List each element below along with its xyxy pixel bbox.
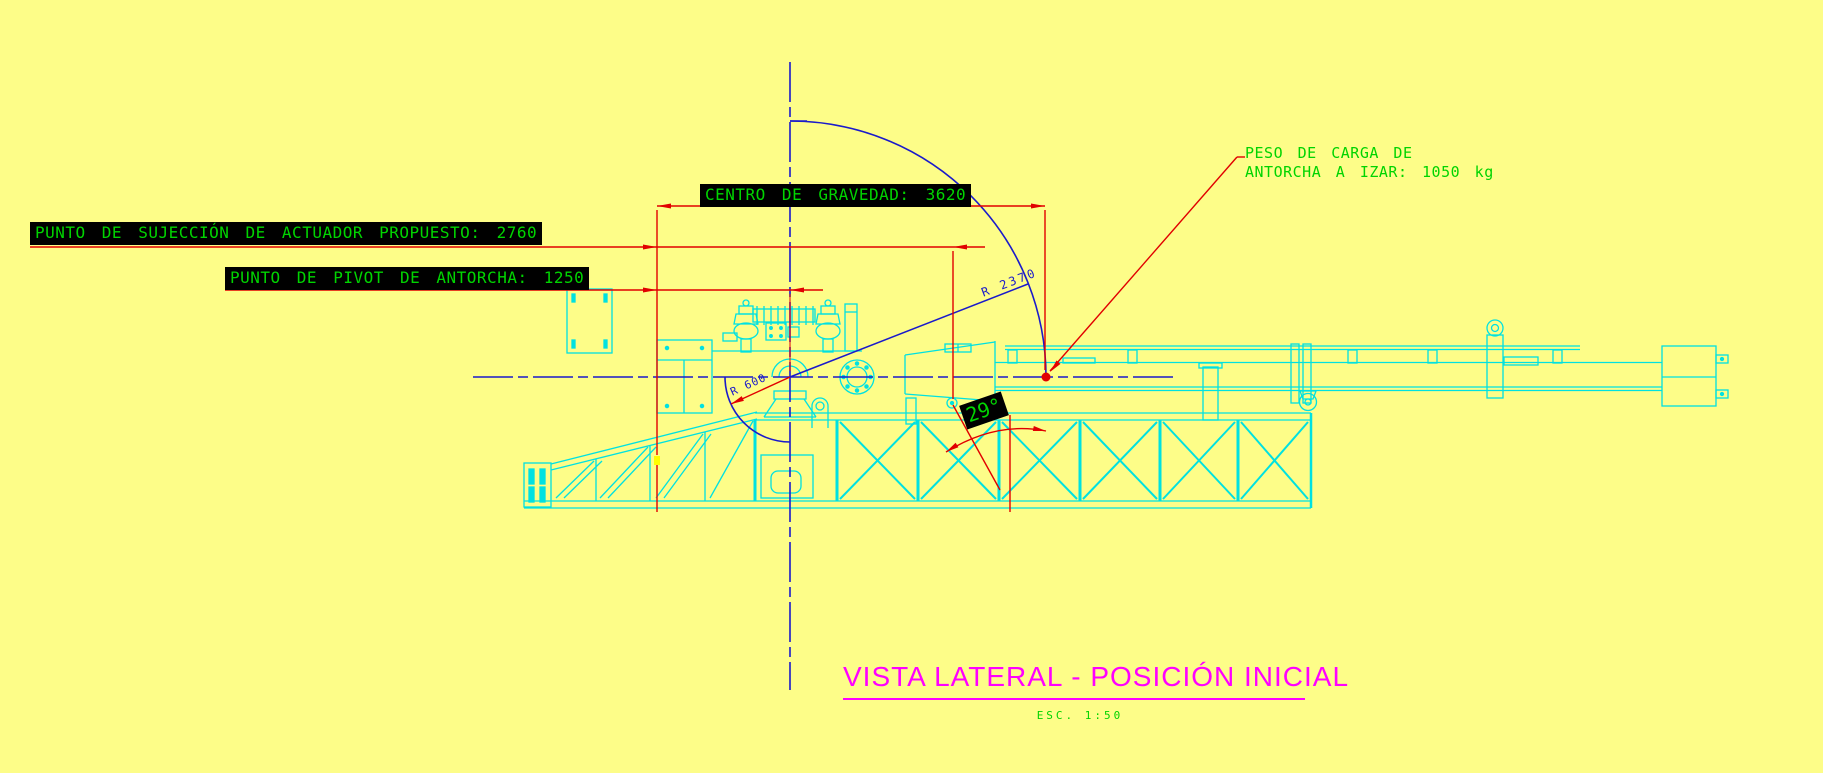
arc-r600 bbox=[724, 376, 791, 443]
support-truss bbox=[523, 397, 1313, 509]
load-note-line2: ANTORCHA A IZAR: 1050 kg bbox=[1245, 163, 1494, 181]
valve-manifold bbox=[722, 299, 858, 353]
dimension-label-pivot-antorcha: PUNTO DE PIVOT DE ANTORCHA: 1250 bbox=[225, 267, 590, 290]
radius-line-r2370 bbox=[789, 283, 1029, 378]
dimension-label-centro-gravedad: CENTRO DE GRAVEDAD: 3620 bbox=[700, 184, 972, 207]
center-of-gravity-point bbox=[1041, 372, 1051, 382]
grip-mark bbox=[654, 456, 660, 465]
scale-note: ESC. 1:50 bbox=[1036, 709, 1124, 722]
centerlines bbox=[473, 62, 1177, 690]
load-note-line1: PESO DE CARGA DE bbox=[1245, 144, 1413, 162]
torch-boom bbox=[904, 319, 1729, 421]
dimension-label-sujeccion-actuador: PUNTO DE SUJECCIÓN DE ACTUADOR PROPUESTO… bbox=[30, 222, 543, 245]
counterweight-box bbox=[656, 339, 713, 414]
view-title: VISTA LATERAL - POSICIÓN INICIAL bbox=[843, 661, 1348, 700]
dimension-arrows bbox=[643, 203, 1061, 452]
left-mounting-plate bbox=[566, 288, 613, 354]
torch-trailer-structure bbox=[523, 288, 1729, 509]
